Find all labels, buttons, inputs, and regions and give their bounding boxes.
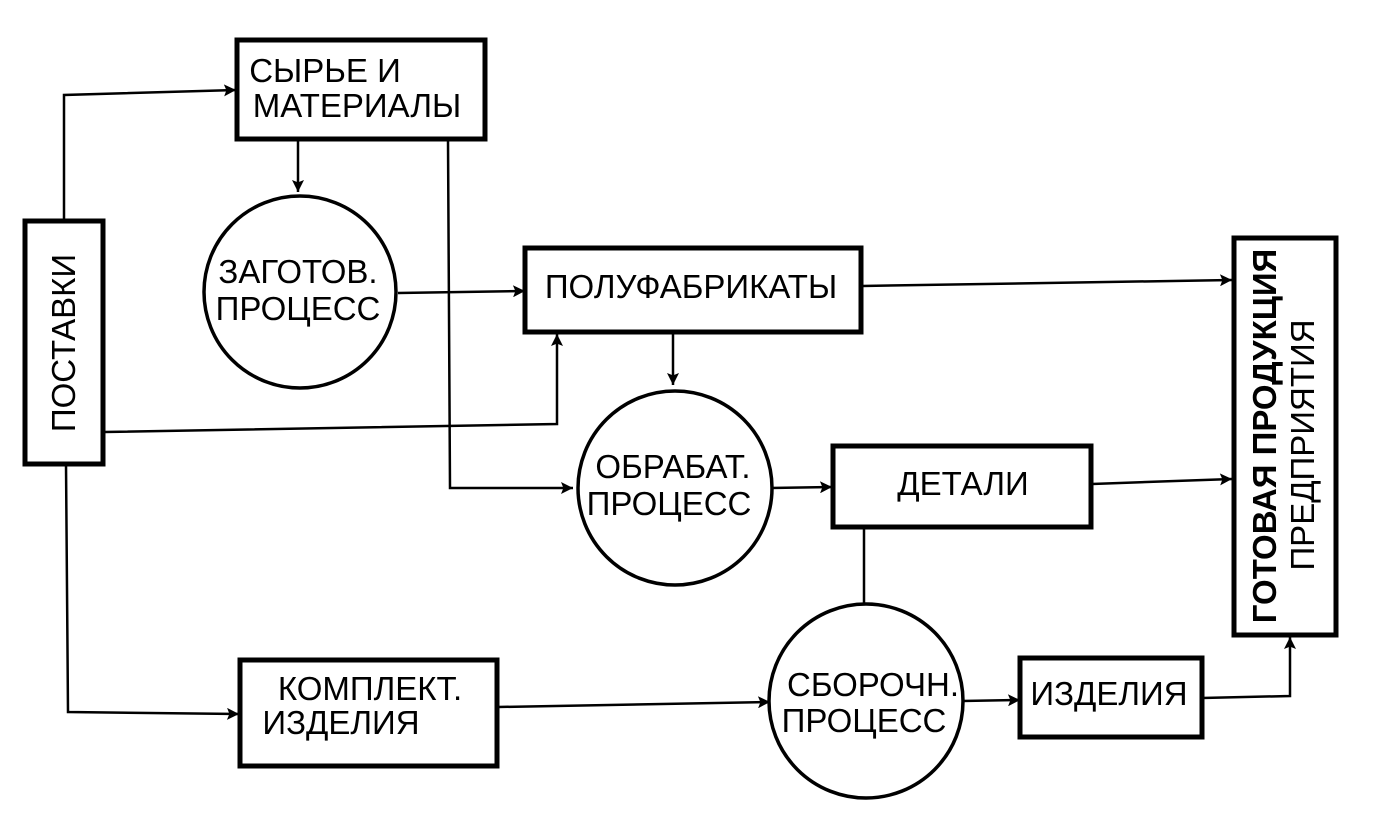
edge-assembly-to-products	[961, 694, 1021, 707]
node-supplies: ПОСТАВКИ	[22, 218, 106, 467]
node-procurement-process-line-1: ЗАГОТОВ.	[218, 253, 377, 290]
edge-components-to-assembly	[497, 696, 771, 709]
edges	[62, 84, 1296, 720]
node-products: ИЗДЕЛИЯ	[1017, 655, 1205, 740]
node-procurement-process-line-2: ПРОЦЕСС	[216, 290, 381, 327]
node-machining-process-line-1: ОБРАБАТ.	[595, 448, 750, 485]
node-raw-materials: СЫРЬЕ И МАТЕРИАЛЫ	[234, 37, 488, 142]
node-parts-label: ДЕТАЛИ	[897, 465, 1029, 502]
edge-supplies-to-raw-materials	[62, 84, 237, 220]
node-products-label: ИЗДЕЛИЯ	[1030, 675, 1187, 712]
edge-raw-materials-to-machining	[446, 139, 573, 494]
edge-products-to-finished	[1201, 637, 1296, 700]
node-components-line-2: ИЗДЕЛИЯ	[262, 704, 419, 741]
node-components-line-1: КОМПЛЕКТ.	[278, 670, 462, 707]
edge-parts-to-finished	[1091, 473, 1233, 486]
edge-procurement-to-semi-finished	[397, 285, 526, 298]
edge-machining-to-parts	[769, 481, 833, 494]
node-assembly-process-line-2: ПРОЦЕСС	[782, 702, 947, 739]
node-machining-process: ОБРАБАТ. ПРОЦЕСС	[576, 389, 774, 587]
edge-supplies-to-components	[64, 463, 240, 720]
node-semi-finished-label: ПОЛУФАБРИКАТЫ	[545, 268, 837, 305]
node-assembly-process: СБОРОЧН. ПРОЦЕСС	[767, 602, 965, 800]
node-assembly-process-line-1: СБОРОЧН.	[787, 666, 959, 703]
edge-supplies-to-semi-finished	[103, 334, 563, 434]
node-finished-output: ГОТОВАЯ ПРОДУКЦИЯ ПРЕДПРИЯТИЯ	[1231, 235, 1339, 638]
node-parts: ДЕТАЛИ	[830, 443, 1094, 530]
node-machining-process-line-2: ПРОЦЕСС	[587, 485, 752, 522]
node-finished-output-line-1: ГОТОВАЯ ПРОДУКЦИЯ	[1246, 249, 1283, 624]
node-procurement-process: ЗАГОТОВ. ПРОЦЕСС	[202, 194, 398, 390]
node-finished-output-line-2: ПРЕДПРИЯТИЯ	[1284, 319, 1321, 570]
node-supplies-label: ПОСТАВКИ	[45, 254, 82, 432]
node-components: КОМПЛЕКТ. ИЗДЕЛИЯ	[237, 657, 500, 769]
node-raw-materials-line-1: СЫРЬЕ И	[249, 52, 401, 89]
node-semi-finished: ПОЛУФАБРИКАТЫ	[522, 245, 864, 335]
node-raw-materials-line-2: МАТЕРИАЛЫ	[253, 87, 461, 124]
edge-semi-finished-to-finished	[861, 274, 1233, 288]
